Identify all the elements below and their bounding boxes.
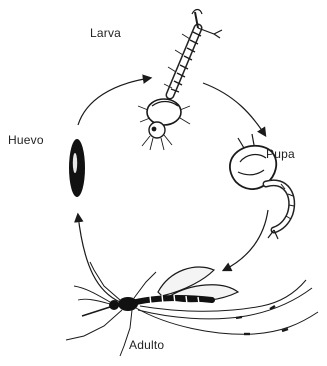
adult-mosquito-illustration xyxy=(66,262,318,356)
egg-illustration xyxy=(69,139,85,197)
arrow-huevo-to-larva xyxy=(78,78,150,125)
pupa-label: Pupa xyxy=(266,147,295,161)
larva-illustration xyxy=(138,10,222,151)
arrow-pupa-to-adulto xyxy=(224,210,268,270)
arrow-larva-to-pupa xyxy=(203,83,265,135)
larva-label: Larva xyxy=(90,26,121,40)
adulto-label: Adulto xyxy=(129,338,164,352)
huevo-label: Huevo xyxy=(8,133,44,147)
